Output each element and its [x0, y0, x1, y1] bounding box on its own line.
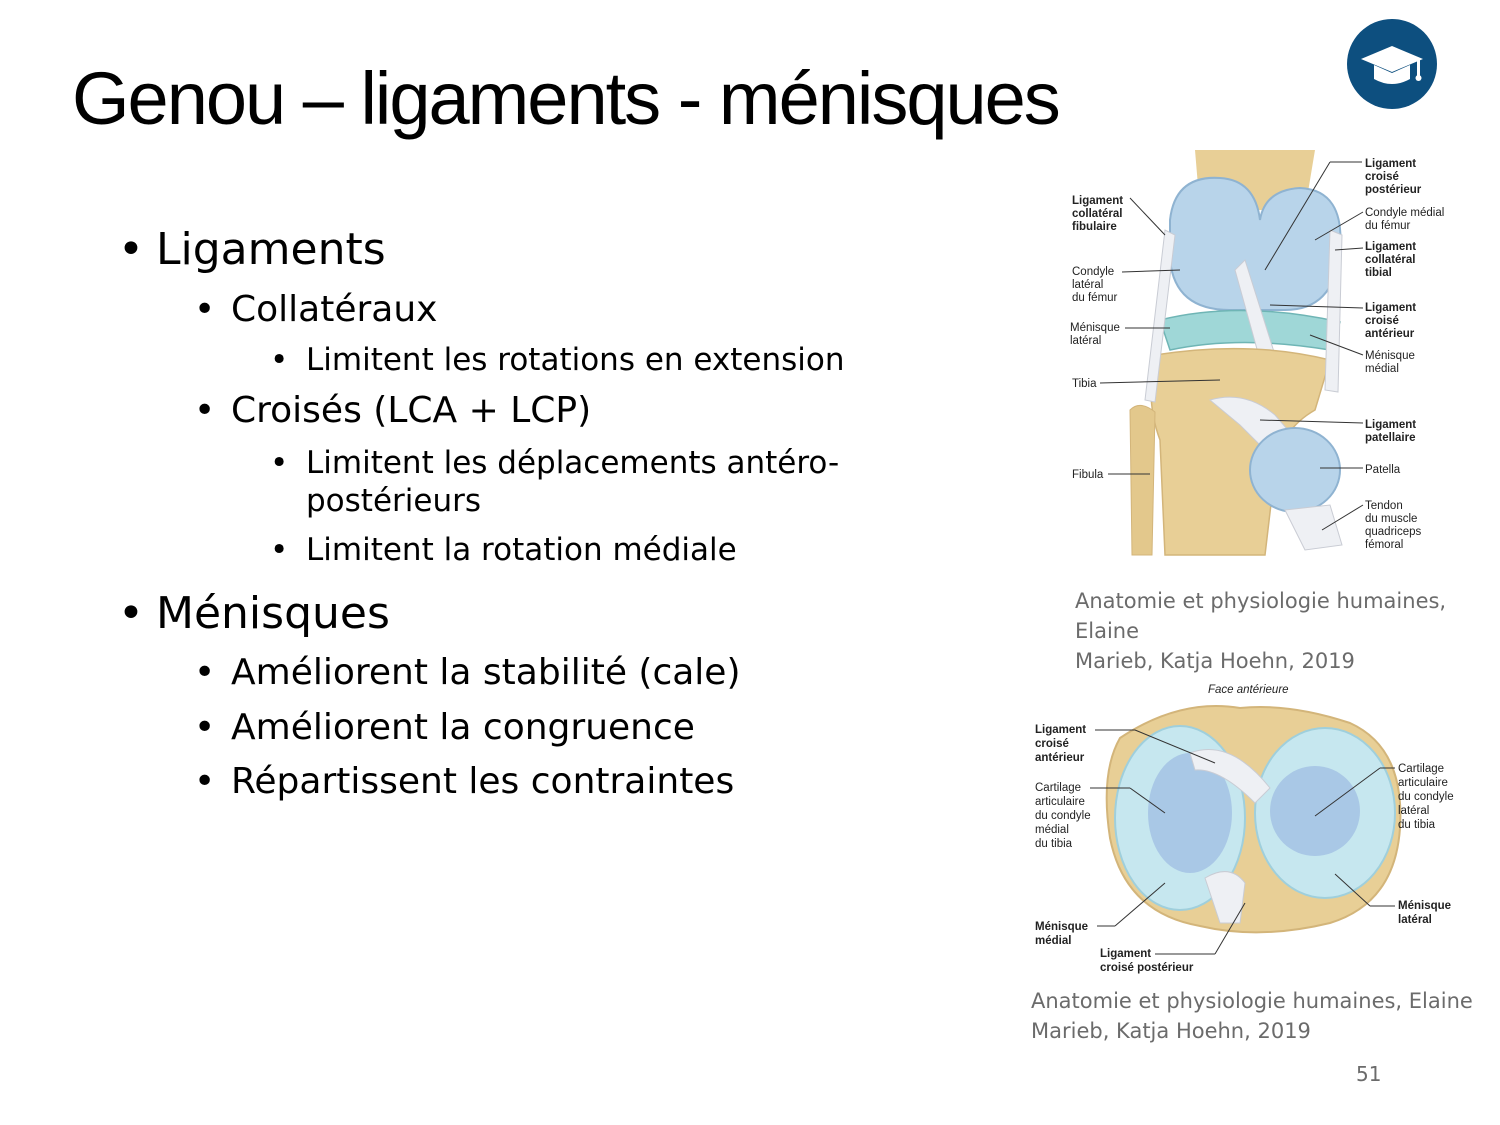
label-menisque-lat: Ménisque latéral: [1070, 322, 1123, 347]
bullet-menisques-sub1: • Améliorent la stabilité (cale): [194, 652, 741, 693]
leader-lines: [1099, 161, 1364, 531]
label-lcp: Ligament croisé postérieur: [1365, 158, 1422, 196]
bullet-text: Limitent la rotation médiale: [306, 532, 737, 568]
bullet-croises-sub1-cont: postérieurs: [306, 483, 481, 519]
bullet-text: Limitent les déplacements antéro-: [306, 445, 840, 481]
bullet-dot: •: [194, 652, 216, 693]
label-patella: Patella: [1365, 464, 1401, 476]
leader-lines: [1090, 729, 1395, 955]
bullet-dot: •: [118, 588, 144, 639]
graduation-cap-icon: [1347, 19, 1437, 109]
bullet-dot: •: [270, 342, 289, 378]
patella-shape: [1249, 427, 1341, 513]
bullet-croises-sub2: • Limitent la rotation médiale: [270, 532, 737, 568]
bullet-croises-sub1: • Limitent les déplacements antéro-: [270, 445, 839, 481]
quadriceps-tendon: [1284, 504, 1343, 551]
label-condyle-lat: Condyle latéral du fémur: [1072, 266, 1118, 304]
label-condyle-med: Condyle médial du fémur: [1365, 207, 1447, 232]
label-cartilage-lat: Cartilage articulaire du condyle latéral…: [1398, 763, 1457, 831]
label-cartilage-med: Cartilage articulaire du condyle médial …: [1035, 782, 1094, 850]
knee-anatomy-figure: Ligament collatéral fibulaire Condyle la…: [1070, 150, 1447, 556]
pcl-shape: [1204, 871, 1246, 924]
bullet-text: Répartissent les contraintes: [231, 761, 735, 802]
label-fibula: Fibula: [1072, 469, 1104, 481]
bullet-dot: •: [270, 532, 289, 568]
page-number: 51: [1356, 1062, 1382, 1086]
bullet-text: Améliorent la congruence: [231, 707, 695, 748]
caption-line: Marieb, Katja Hoehn, 2019: [1031, 1019, 1311, 1043]
fibular-collateral-ligament: [1144, 229, 1176, 403]
bullet-text: Améliorent la stabilité (cale): [231, 652, 741, 693]
fibula-shape: [1129, 405, 1156, 556]
bullet-dot: •: [194, 289, 216, 330]
bullet-dot: •: [194, 761, 216, 802]
bullet-text: Croisés (LCA + LCP): [231, 390, 592, 431]
label-tendon: Tendon du muscle quadriceps fémoral: [1365, 500, 1424, 551]
bullet-croises: • Croisés (LCA + LCP): [194, 390, 591, 431]
bullet-text: Ménisques: [156, 588, 390, 639]
bullet-text: Collatéraux: [231, 289, 438, 330]
label-face-anterieure: Face antérieure: [1208, 684, 1289, 696]
caption-line: Marieb, Katja Hoehn, 2019: [1075, 649, 1355, 673]
acl-shape: [1189, 749, 1271, 804]
label-lct: Ligament collatéral tibial: [1365, 241, 1419, 279]
bullet-ligaments: • Ligaments: [118, 224, 386, 275]
bullet-text: postérieurs: [306, 483, 481, 519]
bullet-dot: •: [118, 224, 144, 275]
label-tibia: Tibia: [1072, 378, 1097, 390]
label-lca: Ligament croisé antérieur: [1035, 724, 1089, 764]
label-menisque-med: Ménisque médial: [1365, 350, 1418, 375]
tibial-collateral-ligament: [1324, 229, 1343, 393]
slide-title: Genou – ligaments - ménisques: [72, 57, 1061, 140]
bullet-menisques: • Ménisques: [118, 588, 390, 639]
medial-cartilage-shape: [1148, 753, 1232, 873]
bullet-menisques-sub2: • Améliorent la congruence: [194, 707, 695, 748]
bullet-text: Ligaments: [156, 224, 386, 275]
tibial-plateau-figure: Face antérieure Ligament: [1035, 684, 1457, 974]
bullet-collateraux-sub: • Limitent les rotations en extension: [270, 342, 845, 378]
bullet-text: Limitent les rotations en extension: [306, 342, 845, 378]
label-lca: Ligament croisé antérieur: [1365, 302, 1419, 340]
caption-line: Anatomie et physiologie humaines, Elaine: [1031, 989, 1473, 1013]
bullet-dot: •: [194, 707, 216, 748]
lateral-cartilage-shape: [1270, 766, 1360, 856]
figure2-caption: Anatomie et physiologie humaines, Elaine…: [1031, 986, 1473, 1046]
figure1-caption: Anatomie et physiologie humaines, Elaine…: [1075, 586, 1500, 676]
label-menisque-med: Ménisque médial: [1035, 921, 1091, 947]
bullet-dot: •: [270, 445, 289, 481]
bullet-dot: •: [194, 390, 216, 431]
label-lcf: Ligament collatéral fibulaire: [1072, 195, 1126, 233]
label-lcp: Ligament croisé postérieur: [1100, 948, 1194, 974]
label-lig-pat: Ligament patellaire: [1365, 419, 1419, 444]
label-menisque-lat: Ménisque latéral: [1398, 900, 1454, 926]
caption-line: Anatomie et physiologie humaines, Elaine: [1075, 589, 1447, 643]
bullet-menisques-sub3: • Répartissent les contraintes: [194, 761, 734, 802]
bullet-collateraux: • Collatéraux: [194, 289, 437, 330]
